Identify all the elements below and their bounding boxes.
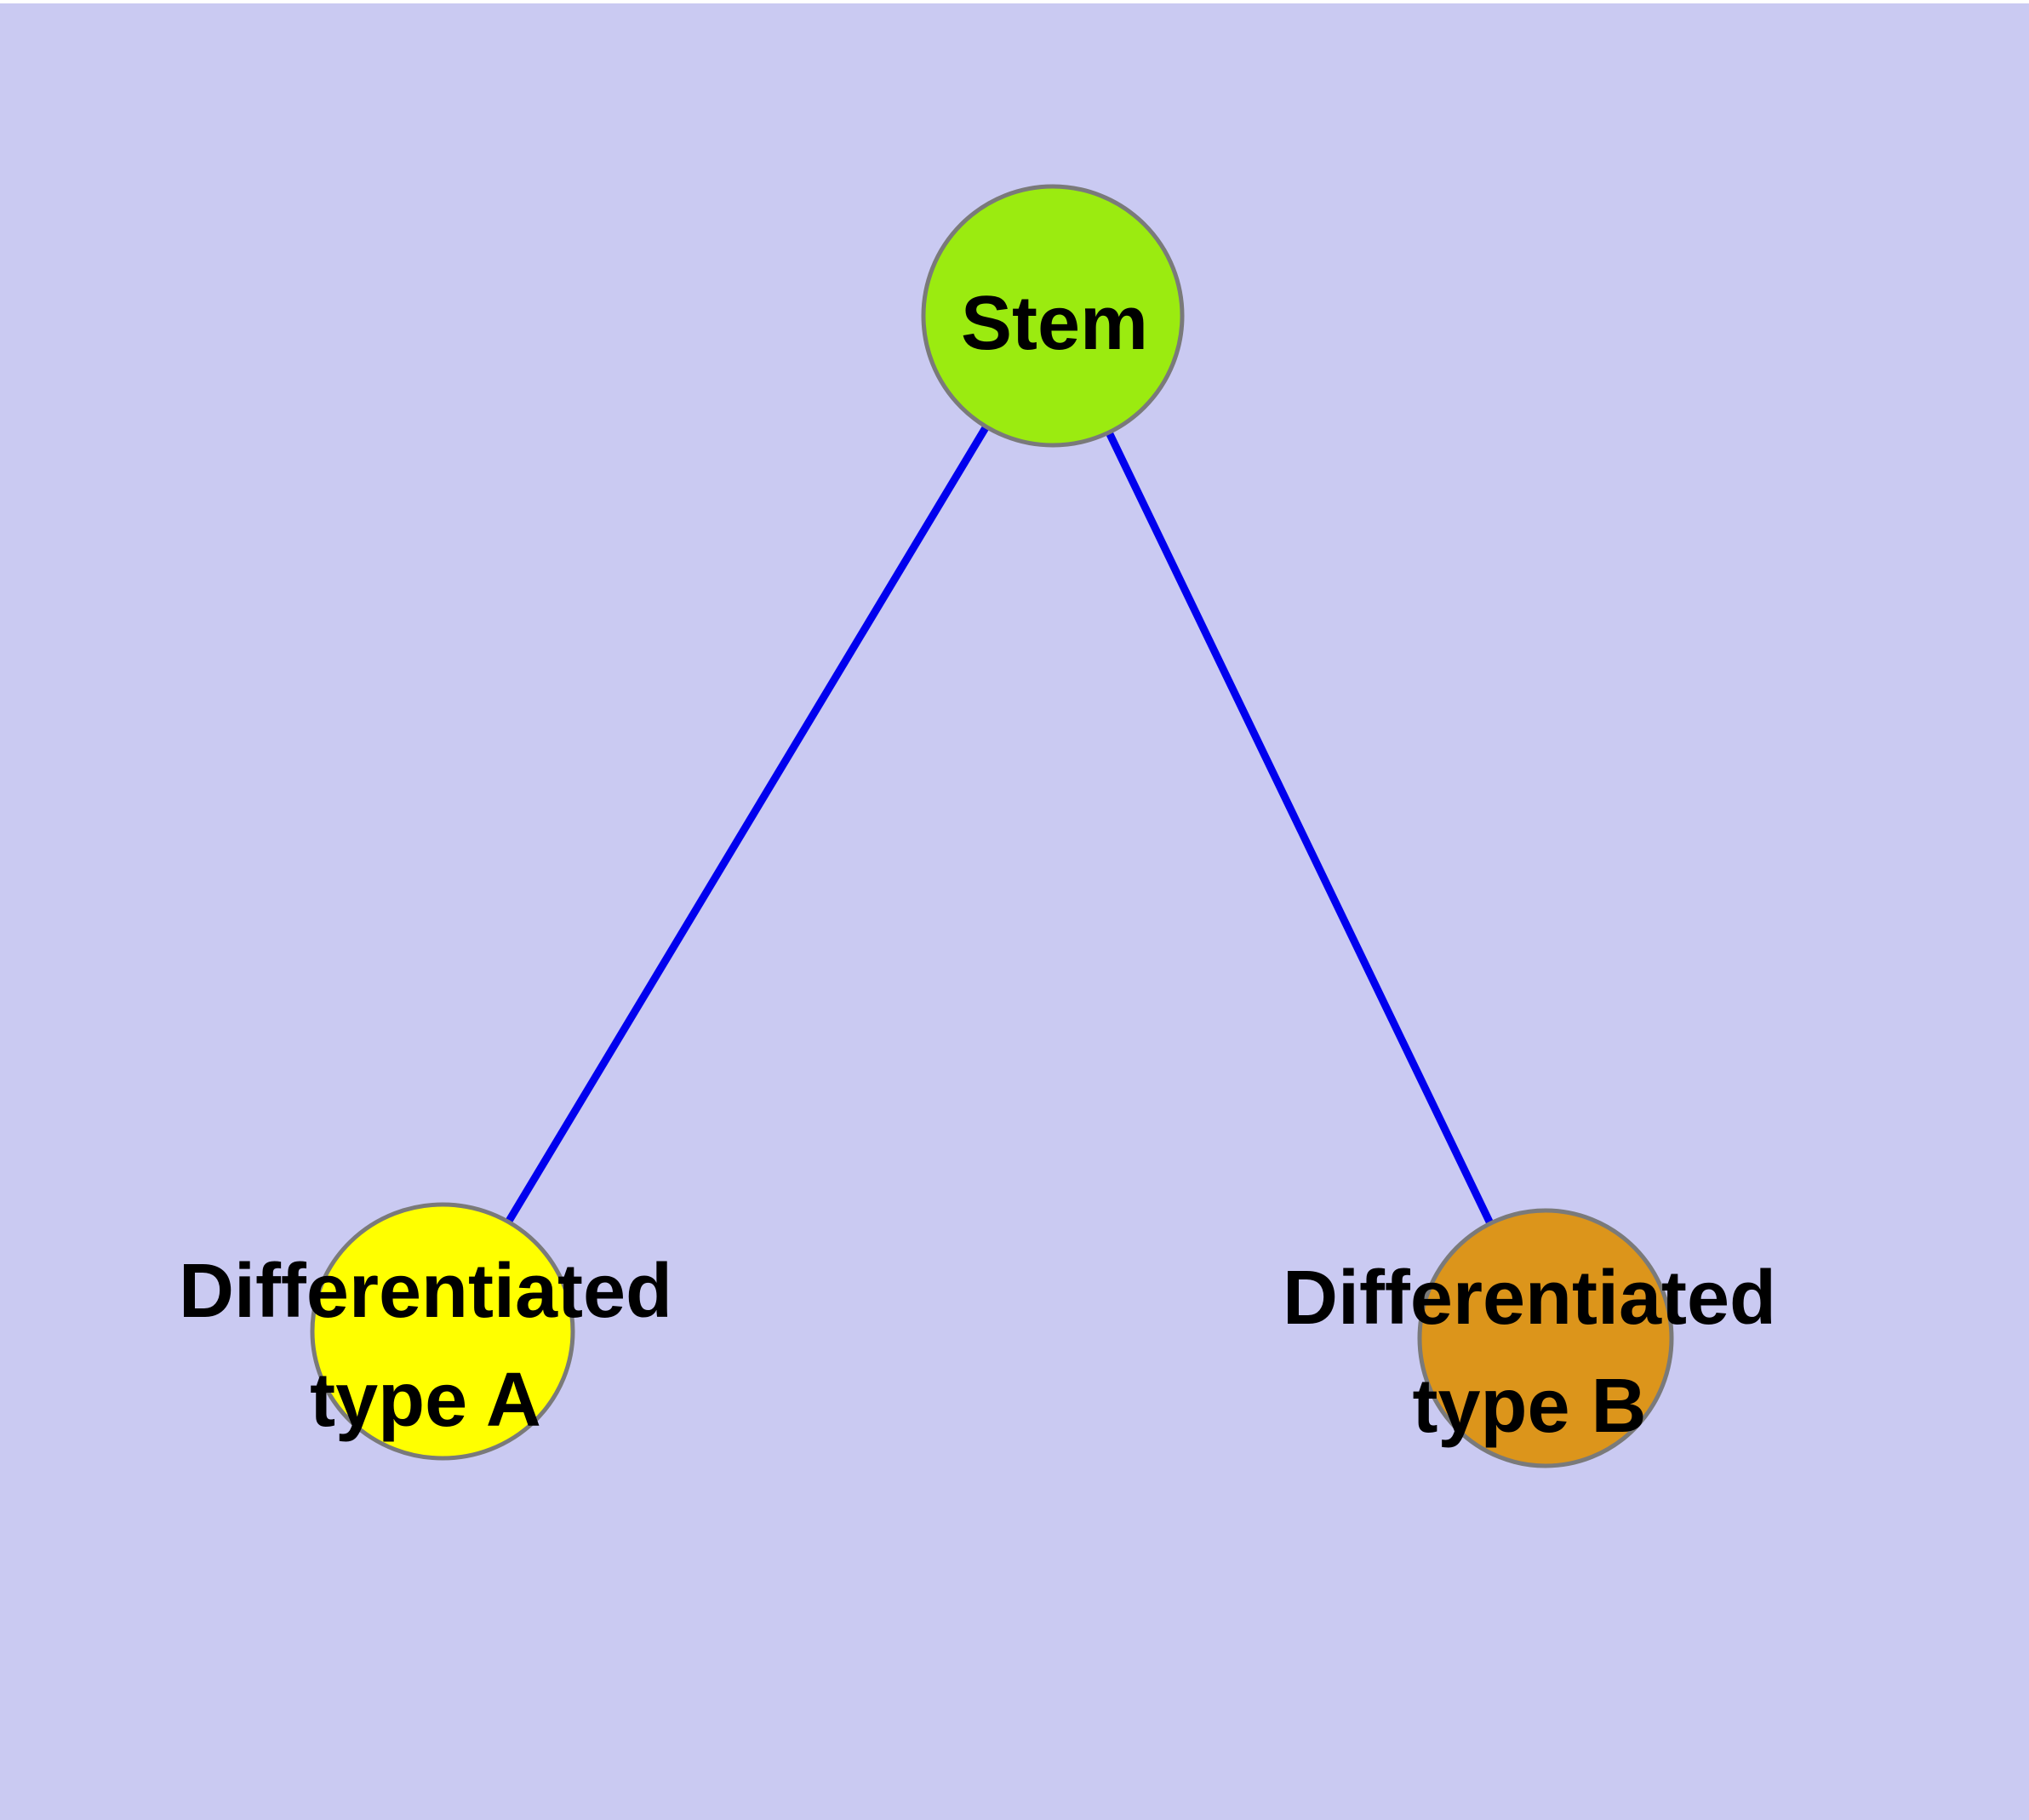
label-stem-line-1: Stem — [961, 281, 1148, 366]
label-differentiated-type-a-line-2: type A — [310, 1358, 541, 1443]
label-differentiated-type-b-line-2: type B — [1412, 1364, 1646, 1449]
label-differentiated-type-a: Differentiated type A — [179, 1249, 672, 1443]
edge-stem-to-differentiated-type-a — [439, 313, 1056, 1334]
top-margin-strip — [0, 0, 2029, 3]
label-differentiated-type-b: Differentiated type B — [1283, 1256, 1776, 1449]
node-stem — [921, 184, 1185, 448]
label-differentiated-type-b-line-1: Differentiated — [1283, 1256, 1776, 1341]
edge-stem-to-differentiated-type-b — [1049, 314, 1550, 1340]
label-stem: Stem — [961, 281, 1148, 366]
node-differentiated-type-b — [1417, 1208, 1674, 1468]
label-differentiated-type-a-line-1: Differentiated — [179, 1249, 672, 1334]
node-differentiated-type-a — [310, 1202, 575, 1461]
